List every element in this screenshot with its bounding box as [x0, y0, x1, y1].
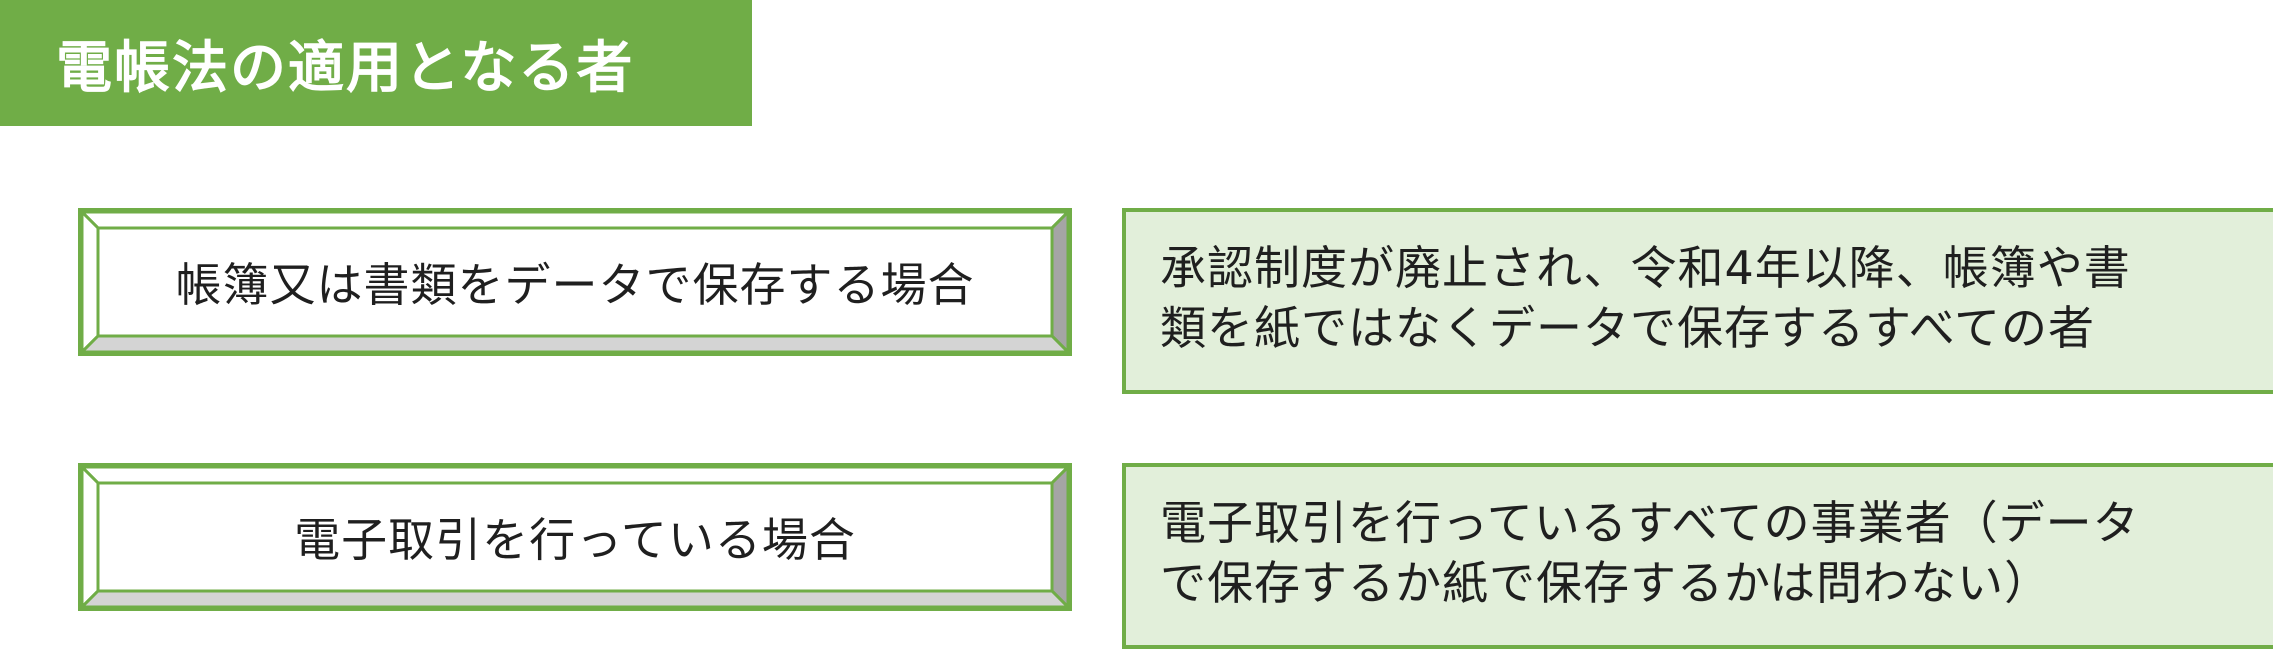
condition-label: 帳簿又は書類をデータで保存する場合 — [175, 258, 975, 312]
condition-box-electronic-transaction: 電子取引を行っている場合 — [78, 463, 1072, 611]
page-title: 電帳法の適用となる者 — [56, 35, 635, 101]
condition-label: 電子取引を行っている場合 — [294, 513, 856, 567]
description-line: 承認制度が廃止され、令和4年以降、帳簿や書 — [1160, 241, 2131, 295]
description-box-electronic-transaction: 電子取引を行っているすべての事業者（データ で保存するか紙で保存するかは問わない… — [1122, 463, 2273, 649]
description-box-stored-data: 承認制度が廃止され、令和4年以降、帳簿や書 類を紙ではなくデータで保存するすべて… — [1122, 208, 2273, 394]
description-line: で保存するか紙で保存するかは問わない） — [1160, 556, 2052, 610]
condition-box-stored-data: 帳簿又は書類をデータで保存する場合 — [78, 208, 1072, 356]
description-line: 電子取引を行っているすべての事業者（データ — [1160, 496, 2140, 550]
title-banner: 電帳法の適用となる者 — [0, 0, 752, 126]
description-line: 類を紙ではなくデータで保存するすべての者 — [1160, 301, 2095, 355]
bevel-frame — [82, 467, 1068, 607]
bevel-frame — [82, 212, 1068, 352]
